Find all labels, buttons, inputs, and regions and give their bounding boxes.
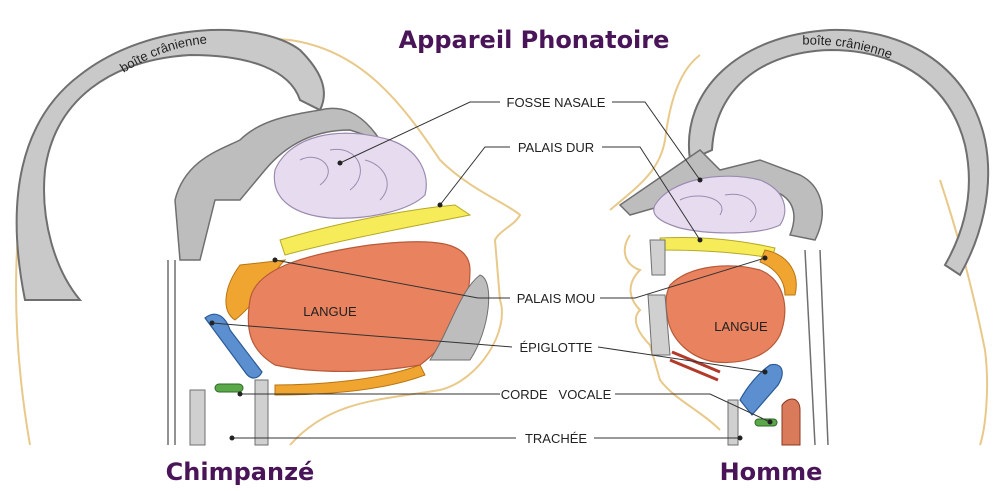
chimp-hard-palate bbox=[279, 204, 472, 256]
human-epiglottis bbox=[739, 363, 783, 416]
label-palais-mou: PALAIS MOU bbox=[517, 291, 596, 306]
diagram-title: Appareil Phonatoire bbox=[399, 26, 670, 54]
label-epiglotte: ÉPIGLOTTE bbox=[520, 340, 593, 355]
human-tongue bbox=[665, 265, 786, 364]
leader-lines bbox=[209, 101, 773, 441]
label-trachee: TRACHÉE bbox=[525, 431, 587, 446]
chimp-face-bone bbox=[174, 107, 382, 261]
label-corde-vocale: CORDE VOCALE bbox=[501, 387, 612, 402]
tongue-label-human: LANGUE bbox=[714, 319, 768, 334]
chimp-trachea bbox=[189, 389, 206, 446]
caption-human: Homme bbox=[720, 458, 823, 486]
human-soft-palate bbox=[759, 249, 797, 296]
human-anatomy bbox=[609, 28, 990, 446]
label-fosse-nasale: FOSSE NASALE bbox=[507, 95, 606, 110]
structure-labels: FOSSE NASALE PALAIS DUR PALAIS MOU ÉPIGL… bbox=[501, 95, 612, 446]
chimp-epiglottis bbox=[204, 313, 263, 379]
chimp-nasal-cavity bbox=[273, 132, 427, 219]
human-hard-palate bbox=[659, 236, 776, 259]
label-palais-dur: PALAIS DUR bbox=[518, 140, 594, 155]
human-skin-outline bbox=[609, 54, 721, 431]
tongue-label-chimpanzee: LANGUE bbox=[303, 304, 357, 319]
chimp-vocal-cord bbox=[214, 383, 244, 393]
caption-chimpanzee: Chimpanzé bbox=[166, 458, 315, 486]
human-trachea bbox=[781, 398, 801, 446]
human-skull bbox=[687, 28, 990, 277]
chimpanzee-anatomy bbox=[15, 28, 522, 446]
